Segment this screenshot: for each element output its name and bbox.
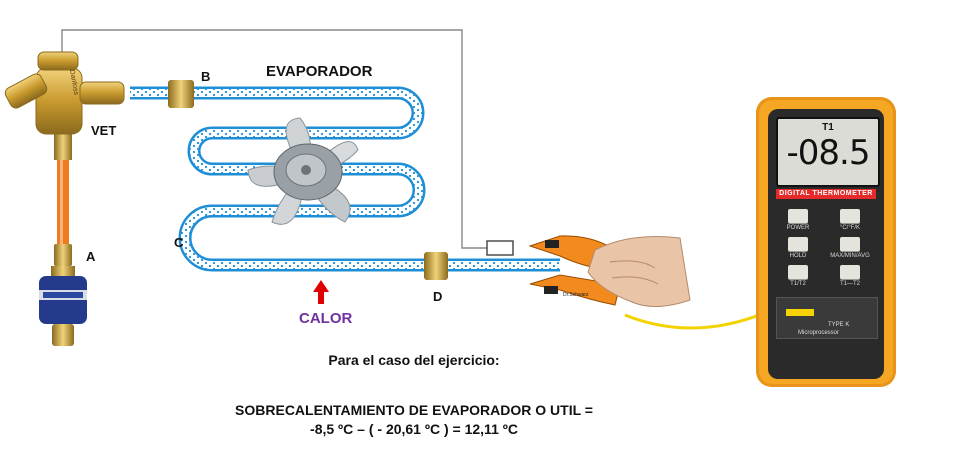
formula: -8,5 ºC – ( - 20,61 ºC ) = 12,11 ºC — [114, 421, 714, 437]
max-min-avg-label: MAX/MIN/AVG — [820, 253, 880, 259]
hold-label: HOLD — [768, 253, 828, 259]
expansion-valve: Danfoss — [3, 52, 124, 160]
display-channel: T1 — [778, 122, 878, 133]
heat-arrow-icon — [313, 280, 329, 304]
point-c-label: C — [174, 235, 183, 250]
t1-minus-t2-button[interactable] — [840, 265, 860, 279]
t1-minus-t2-label: T1—T2 — [820, 281, 880, 287]
formula-title: SOBRECALENTAMIENTO DE EVAPORADOR O UTIL … — [114, 402, 714, 418]
t1-t2-button[interactable] — [788, 265, 808, 279]
digital-thermometer: T1 -08.5 DIGITAL THERMOMETER POWER °C/°F… — [756, 97, 896, 387]
fitting-d — [424, 252, 448, 280]
point-b-label: B — [201, 69, 210, 84]
clamp-brand: Dr.Schwarz — [563, 292, 589, 298]
thermometer-face: T1 -08.5 DIGITAL THERMOMETER POWER °C/°F… — [768, 109, 884, 379]
fitting-a — [54, 244, 72, 266]
hold-button[interactable] — [788, 237, 808, 251]
thermometer-display: T1 -08.5 — [776, 117, 880, 187]
evaporator-title: EVAPORADOR — [266, 63, 372, 80]
t1-t2-label: T1/T2 — [768, 281, 828, 287]
evaporator-coil — [130, 93, 560, 265]
unit-button[interactable] — [840, 209, 860, 223]
fitting-b — [168, 80, 194, 108]
explanation-heading: Para el caso del ejercicio: — [114, 352, 714, 368]
heat-label: CALOR — [299, 310, 352, 327]
point-d-label: D — [433, 289, 442, 304]
probe-plug — [786, 309, 814, 316]
valve-label: VET — [91, 123, 116, 138]
display-reading: -08.5 — [778, 133, 878, 173]
sensing-bulb — [487, 241, 513, 255]
type-label: TYPE K — [828, 322, 849, 328]
filter-drier — [39, 266, 87, 346]
power-button[interactable] — [788, 209, 808, 223]
max-min-avg-button[interactable] — [840, 237, 860, 251]
point-a-label: A — [86, 249, 95, 264]
brand-strip: DIGITAL THERMOMETER — [776, 189, 876, 199]
processor-label: Microprocessor — [798, 330, 839, 336]
unit-label: °C/°F/K — [820, 225, 880, 231]
power-label: POWER — [768, 225, 828, 231]
